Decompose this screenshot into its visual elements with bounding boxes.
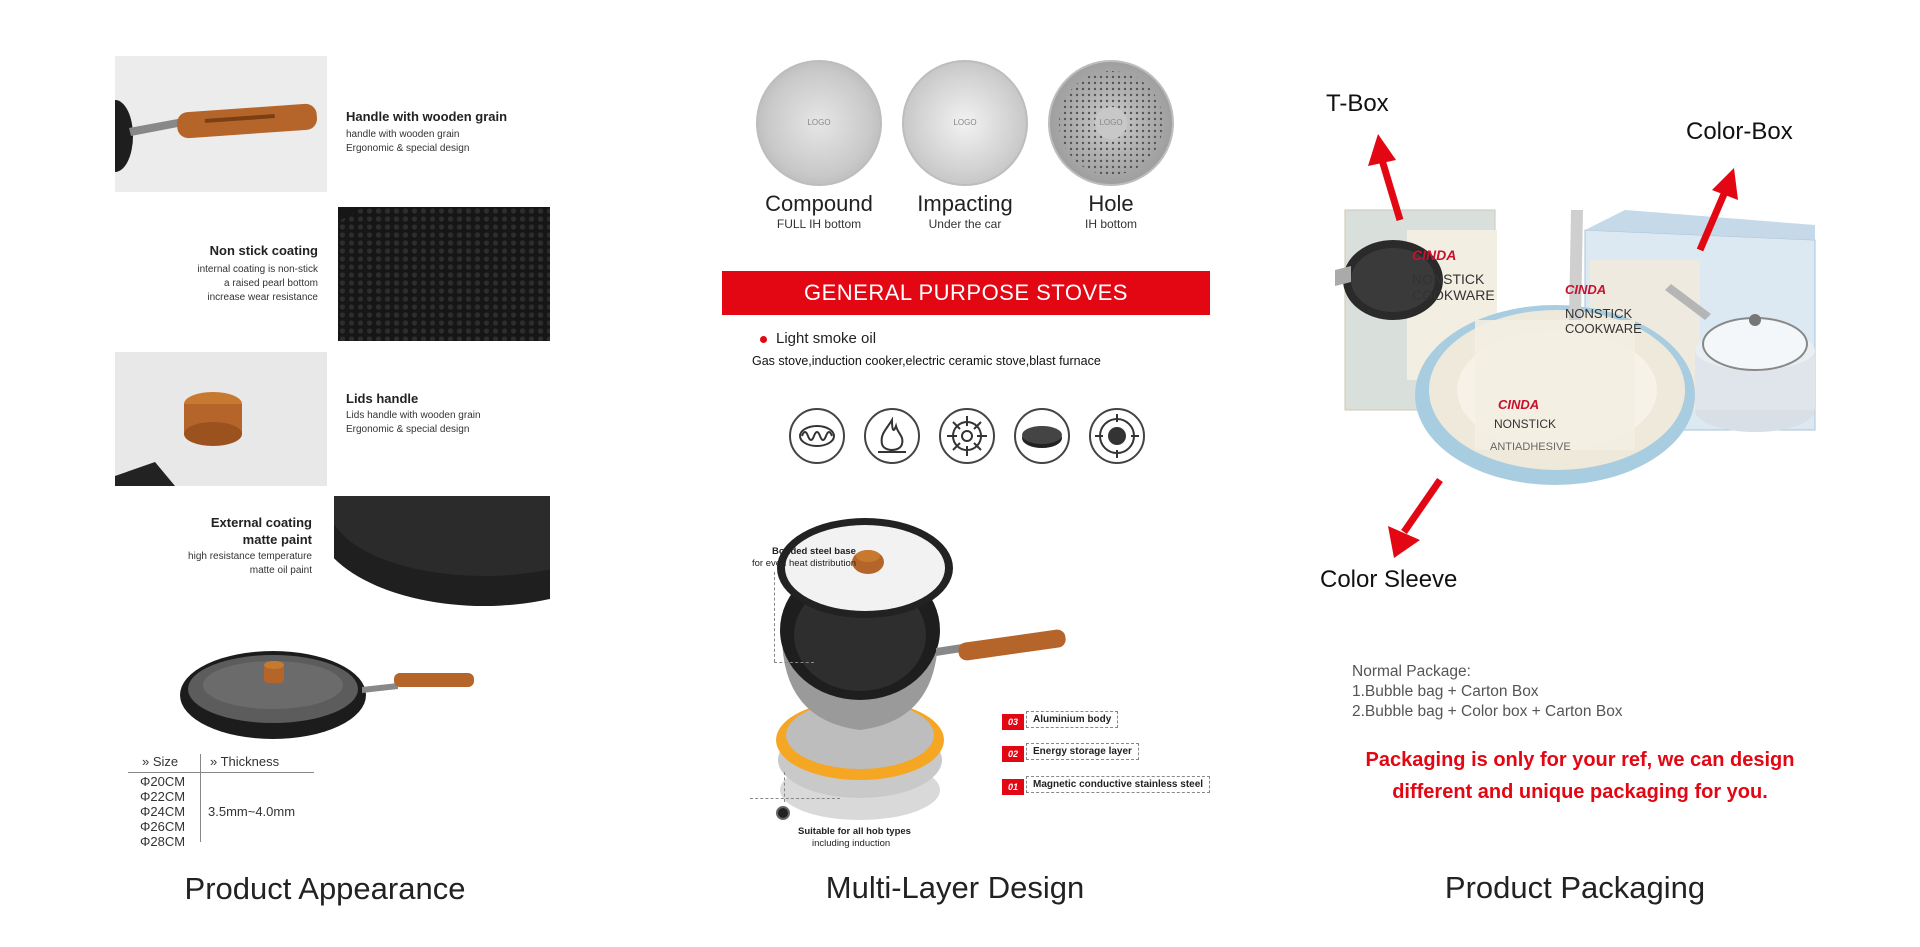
disc-logo-text: LOGO: [807, 118, 831, 127]
caption-multilayer-design: Multi-Layer Design: [825, 870, 1085, 905]
coil-hob-icon: [789, 408, 845, 464]
feature-title-external: External coating matte paint: [210, 515, 312, 547]
hob-label-title: Suitable for all hob types: [798, 826, 911, 837]
compound-bottom-disc: LOGO: [756, 60, 882, 186]
packaging-note-line-1: Packaging is only for your ref, we can d…: [1365, 749, 1795, 771]
base-label-title: Bonded steel base: [772, 546, 856, 557]
layer-label-magnetic: Magnetic conductive stainless steel: [1026, 776, 1211, 793]
size-table-divider: [200, 754, 201, 842]
feature-title-lid: Lids handle: [346, 391, 419, 406]
feature-title-handle: Handle with wooden grain: [346, 109, 508, 124]
lid-knob-image: [115, 392, 242, 486]
caption-product-appearance: Product Appearance: [184, 871, 466, 906]
packaging-note-line-2: different and unique packaging for you.: [1392, 781, 1768, 803]
disc-logo-text: LOGO: [1099, 118, 1123, 127]
handle-photo: [115, 56, 327, 192]
wooden-handle-image: [115, 100, 317, 172]
size-item: Φ24CM: [140, 804, 186, 819]
hole-bottom-disc: LOGO: [1048, 60, 1174, 186]
base-guide-line: [774, 662, 814, 663]
bullet-text: Light smoke oil: [776, 330, 877, 347]
sleeve-line: ANTIADHESIVE: [1490, 441, 1571, 453]
tbox-line: COOKWARE: [1412, 287, 1495, 303]
layer-badge-01: 01: [1002, 779, 1024, 795]
hole-sub: IH bottom: [1084, 217, 1138, 231]
layered-pan-illustration: [776, 518, 1066, 820]
nonstick-photo: [338, 207, 550, 341]
feature-text-nonstick: internal coating is non-stick a raised p…: [197, 264, 318, 303]
stoves-line: Gas stove,induction cooker,electric cera…: [752, 354, 1101, 368]
impacting-title: Impacting: [917, 191, 1013, 216]
impacting-bottom-disc: LOGO: [902, 60, 1028, 186]
ceramic-plate-icon: [1014, 408, 1070, 464]
layer-badge-02: 02: [1002, 746, 1024, 762]
size-table: » Size » Thickness Φ20CM Φ22CM Φ24CM Φ26…: [128, 754, 318, 849]
flame-icon: [864, 408, 920, 464]
arrow-tbox-icon: [1368, 134, 1404, 222]
label-colorbox: Color-Box: [1686, 118, 1793, 145]
bullet-dot-icon: [760, 336, 767, 343]
disc-logo-text: LOGO: [953, 118, 977, 127]
feature-title-nonstick: Non stick coating: [209, 243, 318, 258]
base-label-sub: for even heat distribution: [752, 558, 857, 569]
compound-title: Compound: [765, 191, 873, 216]
hob-guide-line: [784, 772, 785, 802]
normal-package-title: Normal Package:: [1352, 663, 1471, 680]
size-item: Φ22CM: [140, 789, 186, 804]
tbox-line: NONSTICK: [1412, 271, 1485, 287]
stoves-banner: GENERAL PURPOSE STOVES: [722, 271, 1210, 315]
packaging-illustration: [1335, 209, 1816, 485]
arrow-colorbox-icon: [1696, 168, 1738, 252]
label-tbox: T-Box: [1326, 90, 1389, 117]
layer-label-energy: Energy storage layer: [1026, 743, 1139, 760]
size-item: Φ28CM: [140, 834, 186, 849]
feature-text-lid: Lids handle with wooden grain Ergonomic …: [346, 410, 481, 435]
sleeve-line: NONSTICK: [1494, 417, 1557, 431]
layer-label-aluminium: Aluminium body: [1026, 711, 1119, 728]
pan-illustration: [180, 651, 474, 739]
induction-hob-icon: [1089, 408, 1145, 464]
feature-text-external: high resistance temperature matte oil pa…: [188, 551, 312, 576]
colorbox-brand: CINDA: [1565, 282, 1607, 297]
layer-badge-03: 03: [1002, 714, 1024, 730]
sleeve-brand: CINDA: [1498, 397, 1540, 412]
label-color-sleeve: Color Sleeve: [1320, 566, 1458, 593]
hob-label-sub: including induction: [812, 838, 891, 849]
feature-text-handle: handle with wooden grain Ergonomic & spe…: [346, 129, 470, 154]
normal-package-item-2: 2.Bubble bag + Color box + Carton Box: [1352, 703, 1623, 720]
hole-title: Hole: [1088, 191, 1134, 216]
size-header: » Size: [142, 754, 179, 769]
normal-package-item-1: 1.Bubble bag + Carton Box: [1352, 683, 1539, 700]
base-guide-line: [774, 572, 775, 662]
external-coating-photo: [334, 496, 550, 608]
gas-burner-icon: [939, 408, 995, 464]
size-table-top-line: [128, 772, 314, 773]
colorbox-line: NONSTICK: [1565, 306, 1633, 321]
size-item: Φ20CM: [140, 774, 186, 789]
colorbox-line: COOKWARE: [1565, 321, 1642, 336]
caption-product-packaging: Product Packaging: [1444, 870, 1706, 905]
lid-handle-photo: [115, 352, 327, 486]
size-item: Φ26CM: [140, 819, 186, 834]
compound-sub: FULL IH bottom: [776, 217, 862, 231]
matte-pan-image: [334, 496, 550, 606]
thickness-header: » Thickness: [210, 754, 280, 769]
hob-badge-icon: [776, 806, 790, 820]
pearl-bottom-image: [338, 207, 550, 341]
arrow-sleeve-icon: [1388, 478, 1443, 558]
tbox-brand: CINDA: [1412, 247, 1457, 263]
hole-pattern: [1059, 71, 1163, 175]
hob-guide-line: [750, 798, 840, 799]
thickness-value: 3.5mm~4.0mm: [208, 804, 296, 819]
impacting-sub: Under the car: [928, 217, 1002, 231]
